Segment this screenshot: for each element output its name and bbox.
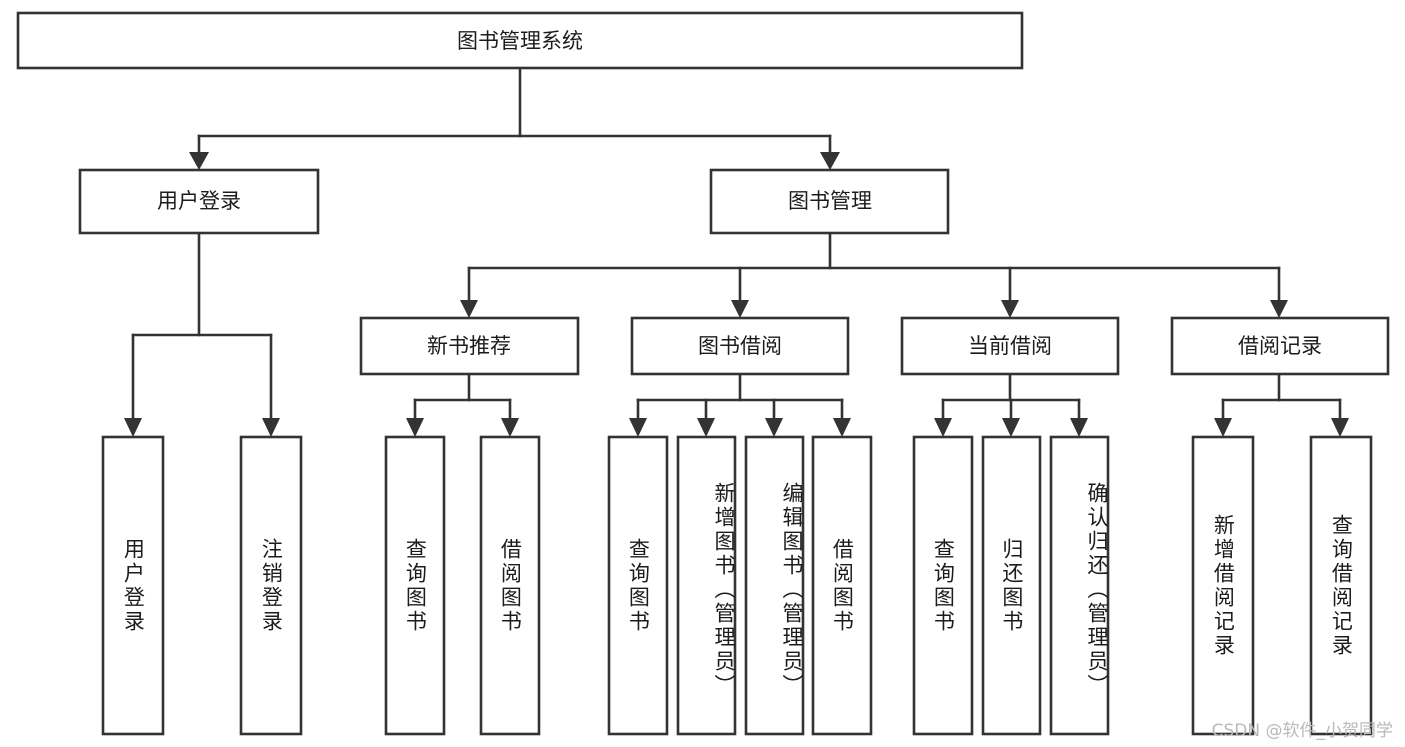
- node-bookmgmt[interactable]: 图书管理: [709, 168, 950, 235]
- node-leaf-8-label: 借阅图书: [830, 537, 855, 634]
- arrow-head-newbook: [460, 300, 478, 318]
- arrow-head-leaf-6: [697, 418, 715, 437]
- arrow-head-leaf-8: [833, 418, 851, 437]
- connector-group-borrow: [629, 372, 851, 437]
- node-leaf-5-box[interactable]: [607, 435, 669, 736]
- arrow-head-login: [189, 152, 209, 170]
- arrow-head-records: [1270, 300, 1288, 318]
- node-login[interactable]: 用户登录: [78, 168, 320, 235]
- arrow-head-leaf-7: [765, 418, 783, 437]
- arrow-head-leaf-12: [1214, 418, 1232, 437]
- node-leaf-11-box[interactable]: [1049, 435, 1110, 736]
- node-bookmgmt-box[interactable]: [709, 168, 950, 235]
- node-borrow-label: 图书借阅: [698, 334, 782, 358]
- node-leaf-10-box[interactable]: [981, 435, 1042, 736]
- arrow-head-leaf-13: [1331, 418, 1349, 437]
- node-leaf-1-box[interactable]: [101, 435, 165, 736]
- connector-group-bookmgmt: [460, 231, 1288, 318]
- arrow-head-leaf-3: [406, 418, 424, 437]
- node-newbook[interactable]: 新书推荐: [359, 316, 580, 376]
- node-current[interactable]: 当前借阅: [900, 316, 1120, 376]
- connector-group-newbook: [406, 372, 519, 437]
- node-leaf-8-box[interactable]: [811, 435, 873, 736]
- node-leaf-12-label: 新增借阅记录: [1211, 513, 1236, 658]
- arrow-head-current: [1001, 300, 1019, 318]
- node-leaf-7-box[interactable]: [744, 435, 805, 736]
- arrow-head-borrow: [731, 300, 749, 318]
- node-records-label: 借阅记录: [1238, 334, 1322, 358]
- csdn-watermark: CSDN @软件_小贺同学: [1211, 721, 1393, 741]
- node-records-box[interactable]: [1170, 316, 1390, 376]
- connector-group-root: [189, 66, 840, 170]
- node-leaf-4-box[interactable]: [479, 435, 541, 736]
- node-current-box[interactable]: [900, 316, 1120, 376]
- node-leaf-11-label: 确认归还（管理员）: [1085, 481, 1109, 698]
- arrow-head-leaf-4: [501, 418, 519, 437]
- node-leaf-9-label: 查询图书: [931, 537, 956, 634]
- node-root-label: 图书管理系统: [457, 29, 583, 53]
- arrow-head-leaf-2: [262, 418, 280, 437]
- node-leaf-10-label: 归还图书: [999, 537, 1024, 634]
- arrow-head-leaf-11: [1070, 418, 1088, 437]
- node-newbook-label: 新书推荐: [427, 334, 511, 358]
- node-login-box[interactable]: [78, 168, 320, 235]
- node-leaf-6-box[interactable]: [676, 435, 737, 736]
- node-leaf-3-label: 查询图书: [403, 537, 428, 634]
- node-leaf-2-box[interactable]: [239, 435, 303, 736]
- arrow-head-bookmgmt: [820, 152, 840, 170]
- arrow-head-leaf-5: [629, 418, 647, 437]
- node-leaf-4-label: 借阅图书: [498, 537, 523, 634]
- connector-group-current: [934, 372, 1088, 437]
- node-leaf-2-label: 注销登录: [259, 537, 284, 634]
- node-records[interactable]: 借阅记录: [1170, 316, 1390, 376]
- arrow-head-leaf-10: [1002, 418, 1020, 437]
- node-leaf-12-box[interactable]: [1191, 435, 1255, 736]
- node-root[interactable]: 图书管理系统: [16, 11, 1024, 70]
- node-leaf-6-label: 新增图书（管理员）: [712, 481, 736, 698]
- node-borrow[interactable]: 图书借阅: [630, 316, 850, 376]
- connector-group-login: [124, 231, 280, 437]
- arrow-head-leaf-9: [934, 418, 952, 437]
- node-leaf-1-label: 用户登录: [121, 537, 146, 634]
- node-root-box[interactable]: [16, 11, 1024, 70]
- node-newbook-box[interactable]: [359, 316, 580, 376]
- node-leaf-3-box[interactable]: [384, 435, 446, 736]
- node-leaf-13-label: 查询借阅记录: [1329, 513, 1354, 658]
- connector-group-records: [1214, 372, 1349, 437]
- node-leaf-7-label: 编辑图书（管理员）: [780, 481, 804, 698]
- node-leaf-13-box[interactable]: [1309, 435, 1373, 736]
- node-leaf-9-box[interactable]: [912, 435, 974, 736]
- node-leaf-5-label: 查询图书: [626, 537, 651, 634]
- node-current-label: 当前借阅: [968, 334, 1052, 358]
- node-login-label: 用户登录: [157, 189, 241, 213]
- node-bookmgmt-label: 图书管理: [788, 189, 872, 213]
- arrow-head-leaf-1: [124, 418, 142, 437]
- leaf-box-group: [101, 435, 1373, 736]
- node-borrow-box[interactable]: [630, 316, 850, 376]
